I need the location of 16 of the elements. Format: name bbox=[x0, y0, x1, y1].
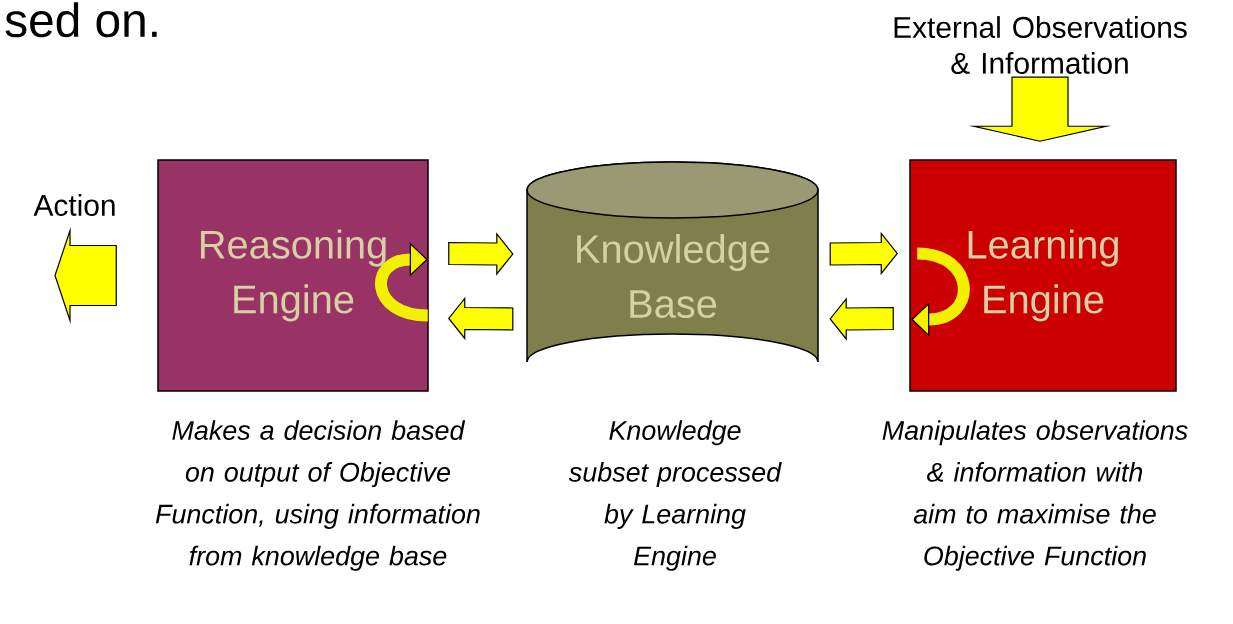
description-text: Manipulates observations & information with aim to maximise the Objective Function bbox=[882, 420, 1188, 571]
heading-text: sed on. bbox=[5, 2, 157, 38]
block-arrow bbox=[448, 296, 514, 341]
process-box: Learning Engine bbox=[909, 159, 1177, 392]
block-arrow bbox=[448, 232, 514, 276]
curved-arrow bbox=[375, 242, 429, 322]
label-text: Action bbox=[33, 194, 115, 216]
block-arrow bbox=[829, 231, 898, 276]
process-box: Reasoning Engine bbox=[157, 159, 429, 392]
label-text: External Observations & Information bbox=[894, 16, 1187, 74]
block-arrow bbox=[829, 297, 894, 341]
curved-arrow bbox=[911, 247, 970, 337]
block-arrow bbox=[54, 226, 117, 325]
description-text: Makes a decision based on output of Objective Function, using information from knowledge base bbox=[155, 420, 480, 571]
description-text: Knowledge subset processed by Learning Engine bbox=[568, 420, 782, 571]
database-cylinder: Knowledge Base bbox=[526, 161, 819, 363]
